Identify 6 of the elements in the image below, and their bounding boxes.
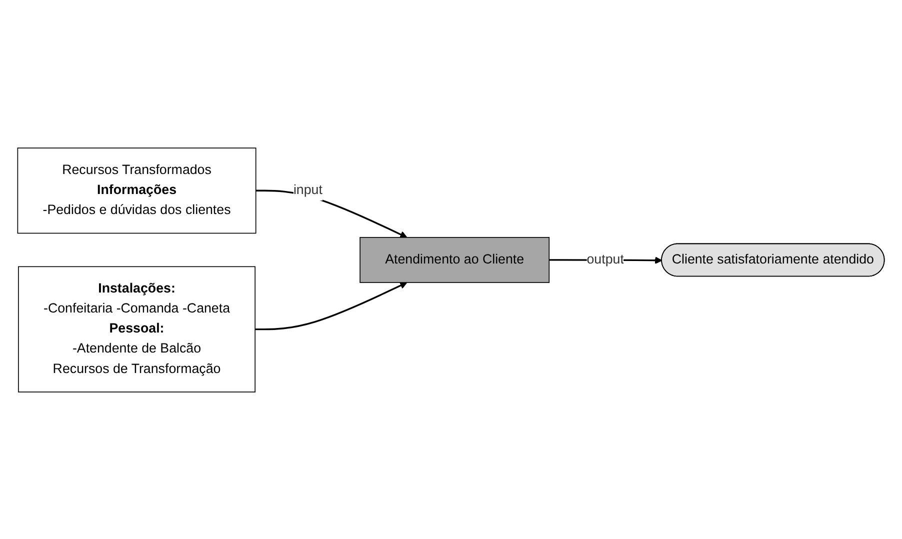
node-box: Atendimento ao Cliente	[360, 236, 550, 282]
edge-label: output	[586, 252, 624, 266]
node-box: Recursos Transformados Informações -Pedidos e dúvidas dos clientes	[17, 147, 256, 234]
arrow	[255, 282, 408, 330]
edge-label: input	[293, 182, 322, 197]
node-box: Instalações: -Confeitaria -Comanda -Caneta Pessoal: -Atendente de Balcão Recursos de Transformação	[18, 266, 256, 392]
